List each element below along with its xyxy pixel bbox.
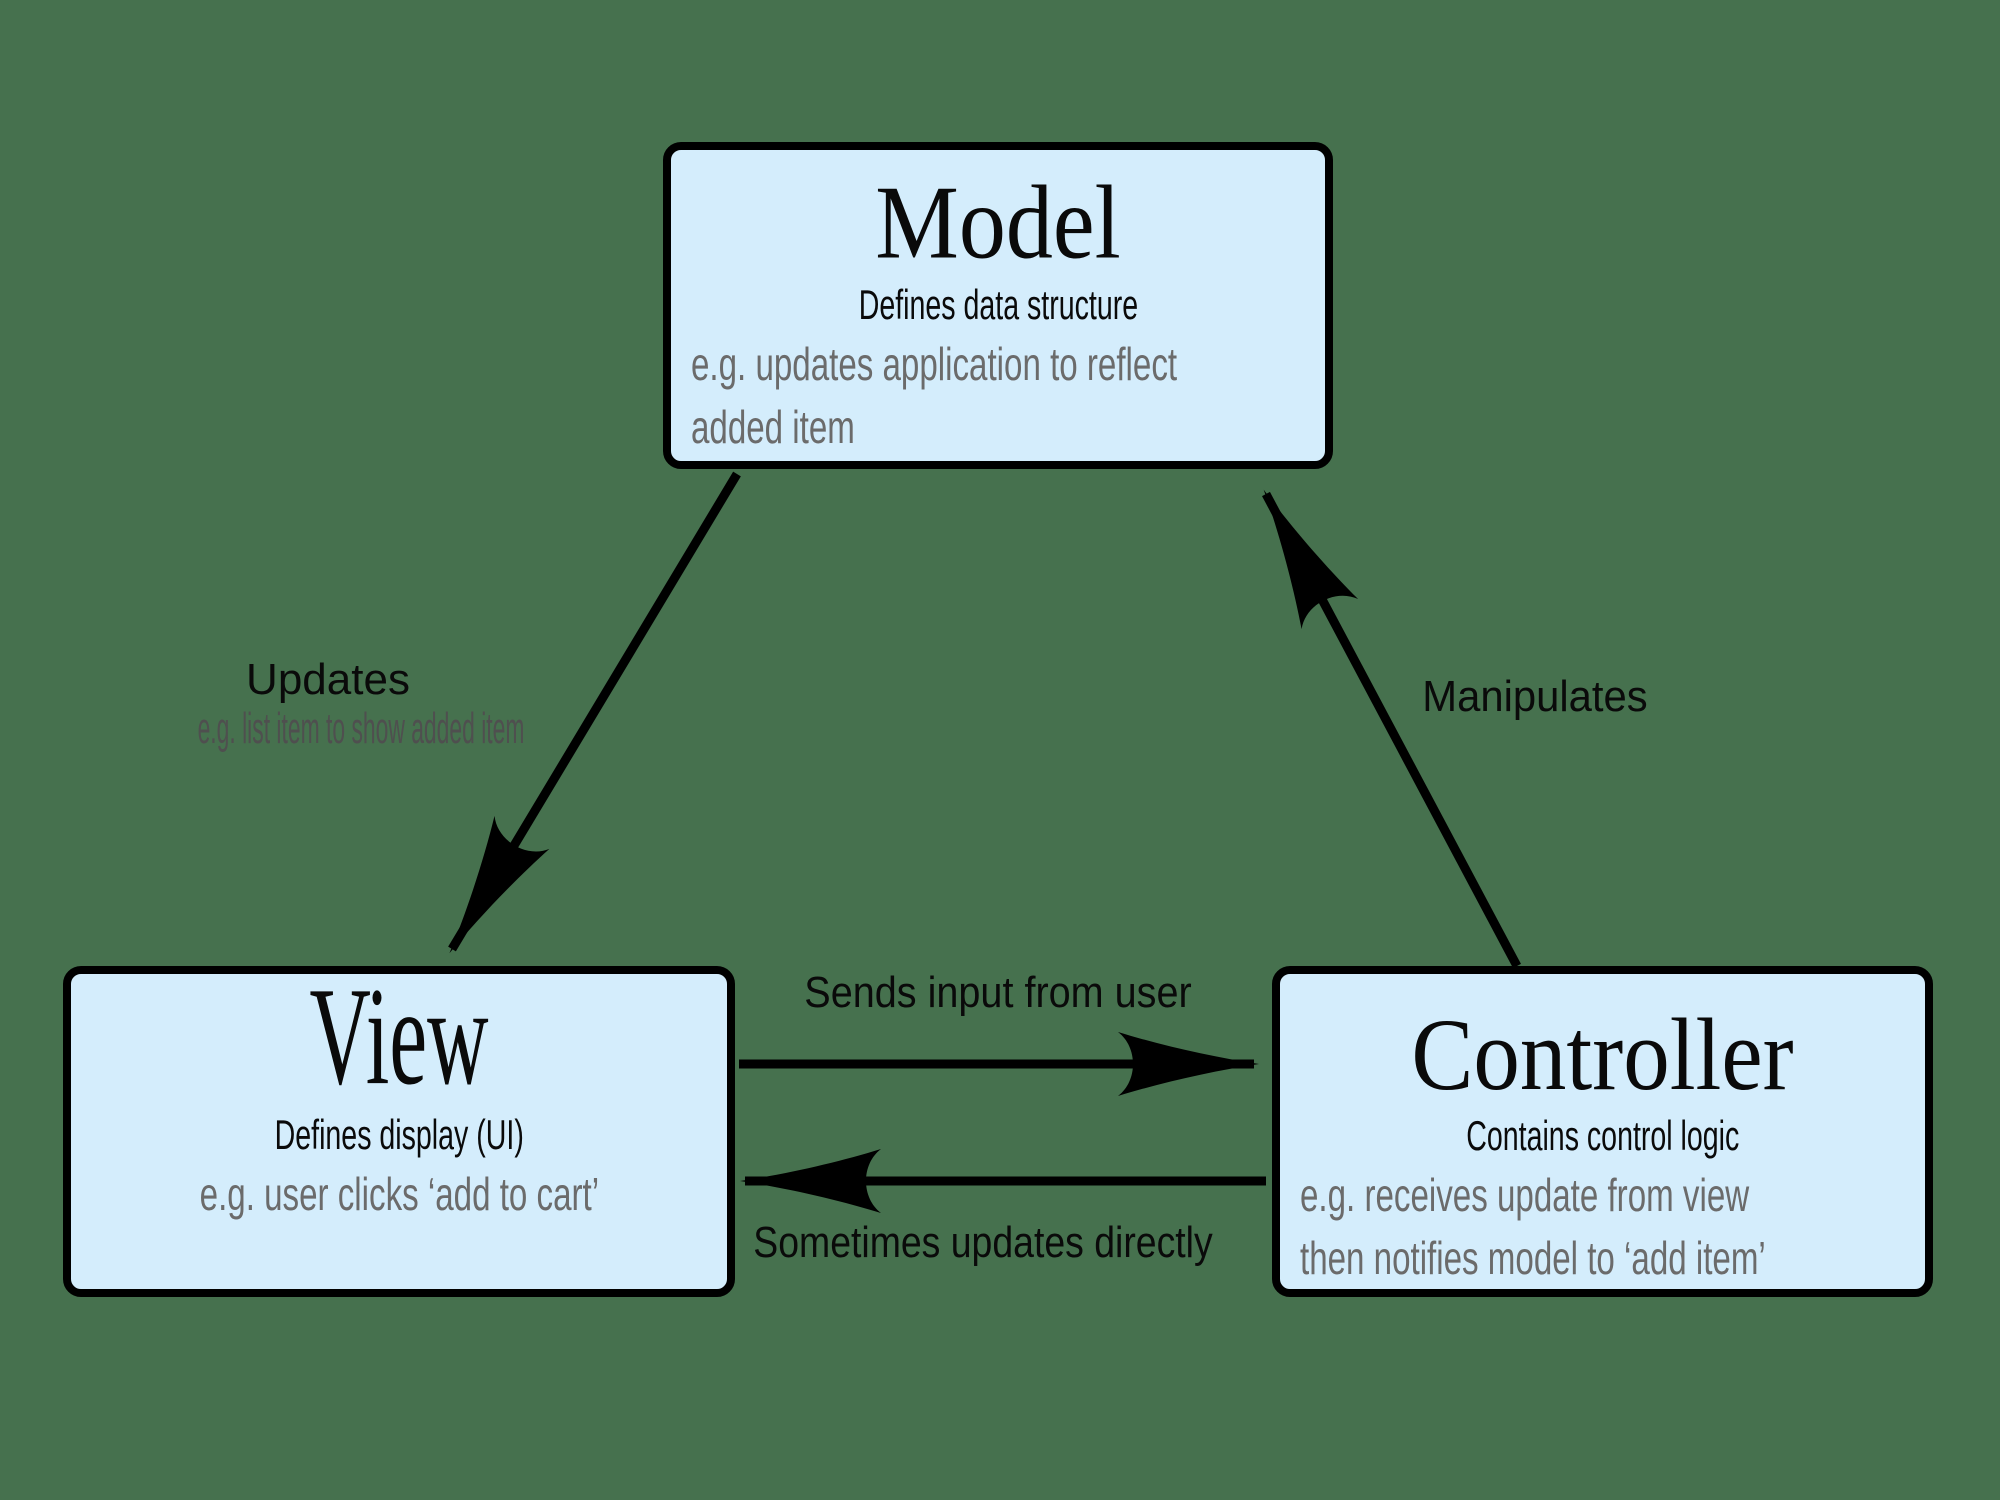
model-node: Model Defines data structure e.g. update…: [663, 142, 1333, 469]
model-example: e.g. updates application to reflect adde…: [691, 337, 1178, 454]
view-node: View Defines display (UI) e.g. user clic…: [63, 966, 735, 1297]
view-example: e.g. user clicks ‘add to cart’: [199, 1167, 599, 1220]
updates-edge-label: Updates: [246, 655, 410, 704]
controller-title: Controller: [1411, 998, 1794, 1112]
sometimes-updates-edge-label: Sometimes updates directly: [753, 1218, 1213, 1267]
view-subtitle: Defines display (UI): [274, 1110, 524, 1158]
updates-edge-example: e.g. list item to show added item: [197, 704, 525, 753]
sends-input-edge-label: Sends input from user: [804, 968, 1192, 1017]
controller-node: Controller Contains control logic e.g. r…: [1272, 966, 1933, 1297]
model-title: Model: [875, 164, 1121, 282]
manipulates-edge-label: Manipulates: [1422, 672, 1648, 721]
controller-to-model-arrow: [1262, 489, 1521, 969]
view-title: View: [309, 959, 489, 1115]
model-subtitle: Defines data structure: [858, 280, 1138, 328]
model-to-view-arrow: [448, 471, 741, 954]
controller-example: e.g. receives update from view then noti…: [1300, 1168, 1766, 1285]
controller-subtitle: Contains control logic: [1465, 1111, 1740, 1159]
